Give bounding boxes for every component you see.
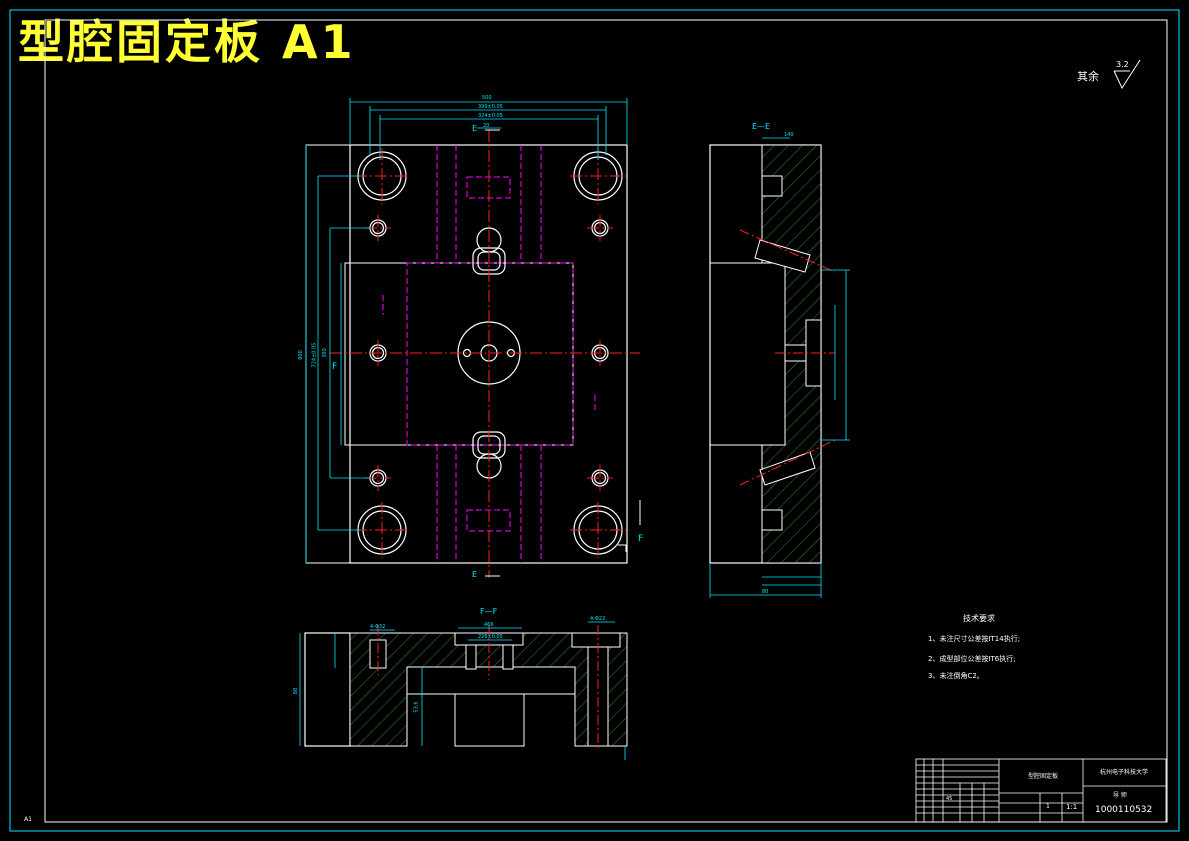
tb-teacher-label: 导 师 bbox=[1113, 792, 1127, 799]
dim-top-inner1: 399±0.05 bbox=[478, 104, 503, 110]
roughness-value: 3.2 bbox=[1116, 60, 1129, 69]
dim-f-inner: 226±0.05 bbox=[478, 634, 503, 640]
outer-border bbox=[9, 9, 1180, 832]
center-lines bbox=[330, 130, 640, 578]
plan-dimensions bbox=[305, 98, 628, 563]
dim-top-inner2: 324±0.05 bbox=[478, 113, 503, 119]
dim-f-small1: 4-Φ32 bbox=[370, 624, 386, 630]
section-f-hatch bbox=[349, 632, 628, 747]
roughness-symbol bbox=[1113, 59, 1141, 90]
plan-view bbox=[305, 98, 641, 578]
cut-label-e-bottom: E bbox=[472, 570, 478, 579]
sheet-corner-label: A1 bbox=[24, 816, 32, 823]
drawing-title: 型腔固定板 A1 bbox=[18, 15, 356, 69]
section-e-dimensions bbox=[709, 137, 850, 598]
cut-label-e-top: E bbox=[472, 124, 478, 133]
dim-f-height: 88 bbox=[293, 687, 300, 695]
tb-school: 杭州电子科技大学 bbox=[1100, 769, 1149, 776]
dim-right-top: 140 bbox=[784, 132, 794, 138]
tech-req-item-3: 3、未注倒角C2。 bbox=[928, 672, 984, 680]
dim-left-mid: 390 bbox=[321, 348, 328, 358]
dim-top-center: 20 bbox=[483, 123, 490, 129]
section-f-back bbox=[304, 632, 351, 747]
tech-req-item-2: 2、成型部位公差按IT6执行; bbox=[928, 655, 1016, 663]
tech-req-heading: 技术要求 bbox=[963, 614, 995, 623]
cut-label-f-right: F bbox=[638, 534, 644, 544]
dim-f-depth: 53.6 bbox=[413, 701, 420, 713]
cut-label-f-left: F bbox=[332, 362, 338, 372]
tb-count: 1 bbox=[1046, 803, 1050, 810]
cut-markers bbox=[485, 129, 641, 577]
dim-top-overall: 500 bbox=[482, 95, 492, 101]
tb-material: 45 bbox=[946, 796, 953, 802]
roughness-prefix: 其余 bbox=[1077, 70, 1099, 83]
tb-part-name: 型腔固定板 bbox=[1028, 773, 1059, 780]
dim-f-width: 466 bbox=[484, 622, 494, 628]
section-f-view bbox=[299, 621, 628, 760]
dim-right-bottom: 80 bbox=[762, 589, 769, 595]
tb-scale: 1:1 bbox=[1066, 803, 1078, 811]
section-e-view bbox=[709, 137, 850, 598]
section-f-dimensions bbox=[299, 621, 626, 760]
inner-border bbox=[44, 19, 1168, 823]
title-block bbox=[915, 758, 1167, 823]
dim-f-small2: 4-Φ22 bbox=[590, 616, 606, 622]
cavity-pocket bbox=[344, 262, 574, 446]
section-e-label: E—E bbox=[752, 122, 771, 131]
tech-req-item-1: 1、未注尺寸公差按IT14执行; bbox=[928, 635, 1021, 643]
section-f-label: F—F bbox=[480, 607, 498, 616]
tb-number: 1000110532 bbox=[1095, 805, 1153, 815]
dim-left-overall: 800 bbox=[297, 350, 304, 360]
dim-left-inner: 724±0.05 bbox=[311, 342, 318, 368]
